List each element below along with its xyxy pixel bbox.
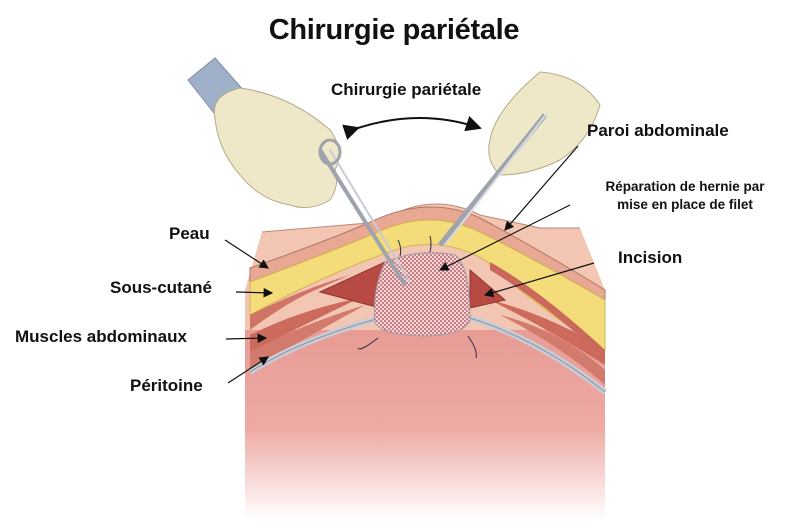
label-sous-cutane: Sous-cutané — [110, 278, 213, 297]
page-title: Chirurgie pariétale — [268, 14, 520, 46]
label-reparation-line2: mise en place de filet — [617, 197, 753, 212]
label-chirurgie-parietale: Chirurgie pariétale — [331, 80, 482, 99]
label-incision: Incision — [618, 248, 683, 267]
label-reparation-hernie: Réparation de hernie par mise en place d… — [586, 178, 784, 214]
right-surgeon-hand — [438, 71, 601, 247]
abdominal-cavity — [245, 290, 605, 520]
label-peritoine: Péritoine — [130, 376, 203, 395]
label-paroi-abdominale: Paroi abdominale — [587, 121, 729, 140]
left-surgeon-hand — [187, 57, 411, 287]
label-peau: Peau — [169, 224, 210, 243]
label-muscles-abdominaux: Muscles abdominaux — [15, 327, 187, 346]
muscle-layer — [250, 262, 605, 385]
label-reparation-line1: Réparation de hernie par — [605, 179, 765, 194]
double-arrow-icon — [342, 115, 482, 140]
leader-arrows — [224, 145, 595, 384]
